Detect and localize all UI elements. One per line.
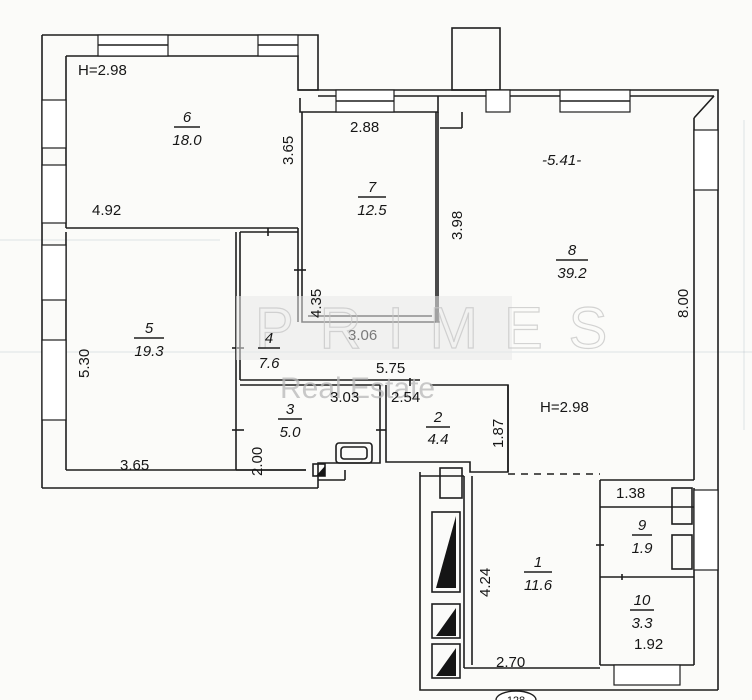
- room-number: 3: [286, 401, 295, 418]
- room-5-label: 5 19.3: [134, 320, 164, 360]
- sink-icon: [671, 534, 693, 570]
- room-number: 8: [568, 242, 577, 259]
- dim-r3-width: 3.03: [330, 389, 359, 406]
- ventilation-shafts: [431, 511, 461, 679]
- room-area: 39.2: [557, 265, 587, 282]
- room-1-label: 1 11.6: [524, 554, 553, 594]
- room-3-label: 3 5.0: [278, 401, 302, 441]
- room-7-label: 7 12.5: [357, 179, 387, 219]
- dim-r4-width: 3.06: [348, 327, 377, 344]
- watermark-tagline: Real Estate: [280, 372, 435, 405]
- dim-r5-height: 5.30: [76, 349, 93, 378]
- watermark-letters: PRIMES: [255, 296, 633, 361]
- dim-r7-height: 3.98: [449, 211, 466, 240]
- appliance-icon: [439, 467, 463, 499]
- room-4-label: 4 7.6: [258, 330, 280, 372]
- room-2-label: 2 4.4: [426, 409, 450, 448]
- dim-r10-width: 1.92: [634, 636, 663, 653]
- washer-icon: [671, 487, 693, 525]
- fixtures: [312, 442, 693, 570]
- ceiling-height-left: H=2.98: [78, 62, 127, 79]
- dim-r4-height: 4.35: [308, 289, 325, 318]
- dim-r6-width: 4.92: [92, 202, 121, 219]
- dim-r8-width: -5.41-: [542, 152, 581, 169]
- dim-r6-height: 3.65: [280, 136, 297, 165]
- dim-r5-width: 3.65: [120, 457, 149, 474]
- bottom-marker: 128: [495, 690, 537, 700]
- dim-r1-width: 2.70: [496, 654, 525, 671]
- room-area: 7.6: [259, 355, 281, 372]
- room-area: 11.6: [524, 577, 553, 594]
- bathtub-icon: [335, 442, 373, 464]
- room-area: 19.3: [134, 343, 164, 360]
- room-number: 10: [634, 592, 651, 609]
- windows: [41, 34, 719, 686]
- dim-r9-width: 1.38: [616, 485, 645, 502]
- dimensions: 4.92 3.65 2.88 3.98 -5.41- 8.00 5.30 3.6…: [76, 119, 692, 671]
- room-area: 12.5: [357, 202, 387, 219]
- watermark: PRIMES Real Estate: [236, 295, 633, 405]
- room-9-label: 9 1.9: [632, 517, 654, 557]
- room-area: 18.0: [172, 132, 202, 149]
- dim-r3-height: 2.00: [249, 447, 266, 476]
- marker-number: 128: [507, 695, 525, 700]
- room-number: 9: [638, 517, 647, 534]
- room-number: 1: [534, 554, 542, 571]
- room-number: 6: [183, 109, 192, 126]
- dim-r2-width: 2.54: [391, 389, 420, 406]
- room-number: 7: [368, 179, 377, 196]
- room-10-label: 10 3.3: [630, 592, 654, 632]
- room-8-label: 8 39.2: [556, 242, 588, 282]
- dim-hall-width: 5.75: [376, 360, 405, 377]
- room-area: 3.3: [632, 615, 654, 632]
- ceiling-height-right: H=2.98: [540, 399, 589, 416]
- dim-r7-width: 2.88: [350, 119, 379, 136]
- dim-r8-height: 8.00: [675, 289, 692, 318]
- room-area: 5.0: [280, 424, 302, 441]
- room-area: 1.9: [632, 540, 654, 557]
- door-marks: [232, 228, 623, 580]
- room-6-label: 6 18.0: [172, 109, 202, 149]
- dim-r2-height: 1.87: [490, 419, 507, 448]
- room-number: 5: [145, 320, 154, 337]
- dim-r1-height: 4.24: [477, 568, 494, 597]
- room-number: 2: [433, 409, 443, 426]
- room-number: 4: [265, 330, 273, 347]
- room-area: 4.4: [428, 431, 449, 448]
